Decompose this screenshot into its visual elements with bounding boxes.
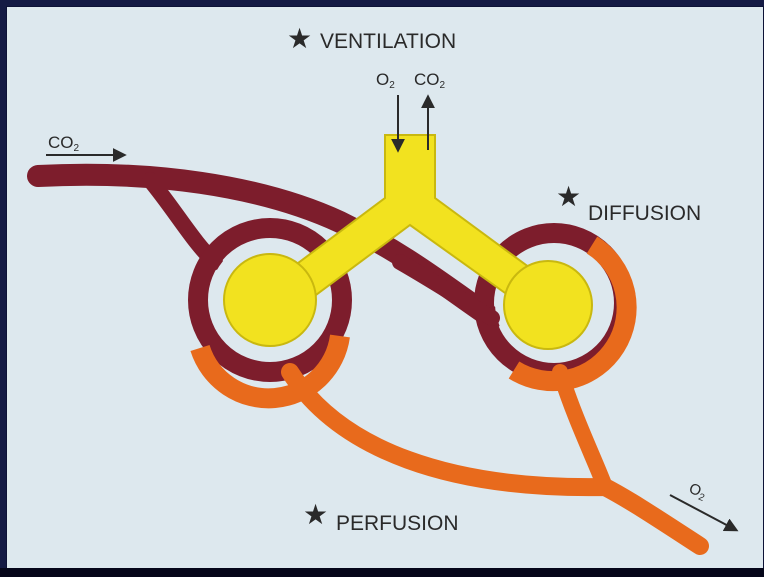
arterial-right-branch bbox=[560, 372, 605, 487]
diffusion-label: DIFFUSION bbox=[588, 202, 701, 225]
o2-right-label: O2 bbox=[686, 480, 710, 504]
alveolus-left bbox=[224, 254, 316, 346]
co2-left-label: CO2 bbox=[48, 133, 80, 154]
alveolus-right bbox=[504, 261, 592, 349]
perfusion-star: ★ bbox=[303, 499, 328, 530]
co2-top-label: CO2 bbox=[414, 70, 446, 91]
ventilation-label: VENTILATION bbox=[320, 30, 456, 53]
ventilation-star: ★ bbox=[287, 23, 312, 54]
perfusion-label: PERFUSION bbox=[336, 512, 459, 535]
o2-top-label: O2 bbox=[376, 70, 395, 91]
diffusion-star: ★ bbox=[556, 181, 581, 212]
